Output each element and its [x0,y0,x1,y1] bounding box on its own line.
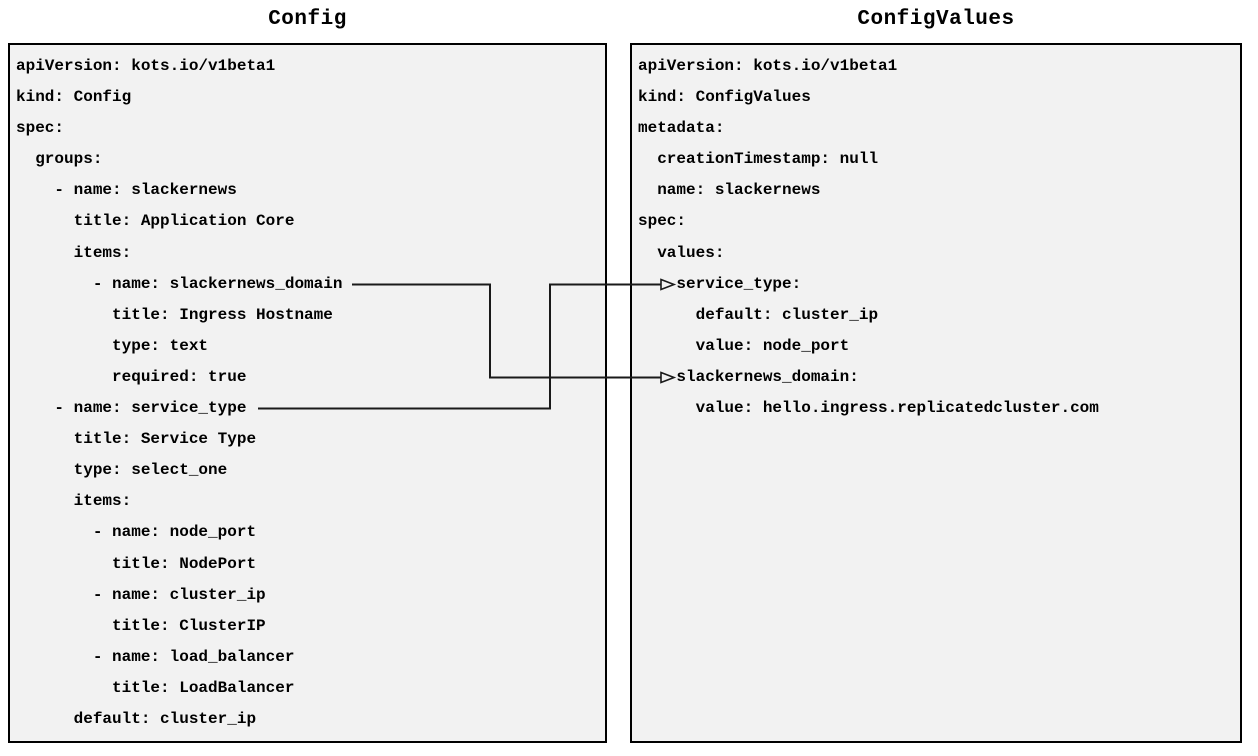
config-yaml-code: apiVersion: kots.io/v1beta1 kind: Config… [16,57,343,728]
configvalues-yaml-code: apiVersion: kots.io/v1beta1 kind: Config… [638,57,1099,418]
config-panel: apiVersion: kots.io/v1beta1 kind: Config… [8,43,607,743]
config-panel-title: Config [268,8,347,31]
configvalues-panel-title: ConfigValues [857,8,1015,31]
configvalues-panel: apiVersion: kots.io/v1beta1 kind: Config… [630,43,1242,743]
